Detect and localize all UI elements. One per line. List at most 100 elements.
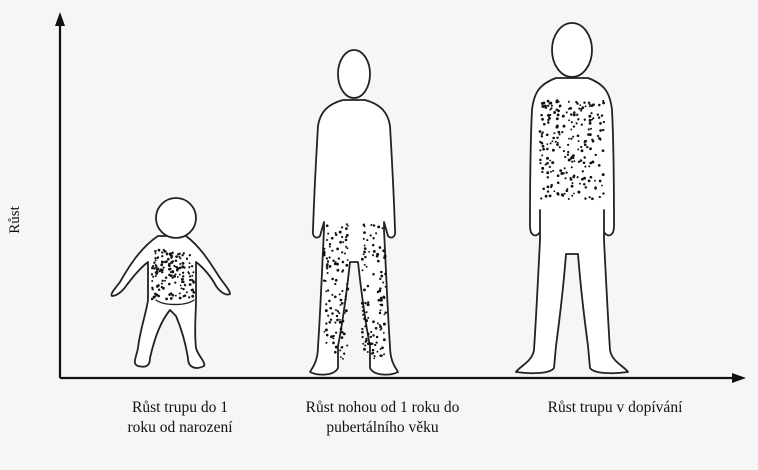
- infant-trunk-dot: [191, 295, 194, 298]
- child-left-leg-dot: [340, 304, 342, 306]
- child-right-leg-dot: [363, 288, 366, 291]
- child-left-leg-dot: [331, 278, 334, 281]
- child-right-leg-dot: [377, 260, 380, 263]
- child-left-leg-dot: [327, 272, 329, 274]
- adult-trunk-dot: [588, 165, 590, 167]
- infant-trunk-dot: [180, 284, 182, 286]
- adult-trunk-dot: [577, 191, 580, 194]
- infant-trunk-dot: [170, 274, 173, 277]
- adult-trunk-dot: [566, 111, 568, 113]
- child-left-leg-dot: [345, 309, 348, 312]
- child-right-leg-dot: [384, 314, 386, 316]
- adult-trunk-dot: [563, 150, 565, 152]
- adult-trunk-dot: [602, 129, 604, 131]
- child-right-leg-dot: [374, 355, 376, 357]
- infant-trunk-dot: [182, 288, 184, 290]
- infant-trunk-dot: [189, 275, 191, 277]
- child-right-leg-dot: [364, 225, 366, 227]
- child-right-leg-dot: [380, 297, 383, 300]
- adult-trunk-dot: [546, 185, 549, 188]
- adult-trunk-dot: [568, 138, 570, 140]
- child-left-leg-dot: [331, 237, 334, 240]
- child-right-leg-dot: [364, 256, 366, 258]
- infant-trunk-dot: [186, 258, 188, 260]
- child-right-leg-dot: [384, 311, 387, 314]
- adult-trunk-dot: [601, 185, 603, 187]
- infant-trunk-dot: [161, 271, 163, 273]
- child-left-leg-dot: [346, 223, 348, 225]
- child-left-leg-dot: [338, 257, 340, 259]
- child-left-leg-dot: [338, 312, 340, 314]
- adult-trunk-dot: [589, 147, 592, 150]
- child-left-leg-dot: [339, 319, 341, 321]
- child-right-leg-dot: [364, 325, 366, 327]
- child-right-leg-dot: [384, 273, 387, 276]
- adult-trunk-dot: [542, 188, 545, 191]
- adult-trunk-dot: [589, 162, 592, 165]
- adult-trunk-dot: [557, 131, 560, 134]
- infant-trunk-dot: [179, 257, 181, 259]
- adult-trunk-dot: [577, 176, 579, 178]
- adult-trunk-dot: [582, 106, 585, 109]
- child-right-leg-dot: [383, 297, 385, 299]
- child-right-leg-dot: [367, 342, 370, 345]
- child-right-leg-dot: [385, 286, 387, 288]
- adult-trunk-dot: [572, 136, 574, 138]
- infant-trunk-dot: [188, 266, 190, 268]
- adult-trunk-dot: [570, 128, 572, 130]
- infant-trunk-dot: [156, 267, 159, 270]
- child-left-leg-dot: [341, 320, 344, 323]
- adult-trunk-dot: [577, 149, 579, 151]
- child-left-leg-dot: [344, 298, 346, 300]
- child-left-leg-dot: [340, 328, 343, 331]
- adult-trunk-dot: [547, 105, 549, 107]
- child-left-leg-dot: [332, 342, 335, 345]
- child-right-leg-dot: [370, 331, 372, 333]
- child-left-leg-dot: [335, 232, 337, 234]
- adult-trunk-dot: [584, 166, 586, 168]
- adult-trunk-dot: [546, 171, 549, 174]
- child-left-leg-dot: [329, 246, 331, 248]
- adult-trunk-dot: [567, 154, 569, 156]
- child-right-leg-dot: [372, 334, 374, 336]
- infant-trunk-dot: [179, 267, 182, 270]
- child-right-leg-dot: [379, 246, 382, 249]
- infant-trunk-dot: [168, 264, 171, 267]
- adult-trunk-dot: [584, 143, 587, 146]
- adult-trunk-dot: [580, 146, 582, 148]
- adult-trunk-dot: [549, 194, 552, 197]
- caption-child: Růst nohou od 1 roku do pubertálního věk…: [280, 398, 485, 438]
- child-right-leg-dot: [367, 285, 370, 288]
- adult-trunk-dot: [582, 170, 584, 172]
- child-left-leg-dot: [346, 234, 349, 237]
- caption-infant: Růst trupu do 1 roku od narození: [95, 398, 265, 438]
- infant-trunk-dot: [168, 293, 170, 295]
- y-axis-arrow: [55, 12, 65, 26]
- adult-trunk-dot: [561, 131, 563, 133]
- adult-trunk-dot: [588, 115, 591, 118]
- infant-trunk-dot: [180, 287, 182, 289]
- child-right-leg-dot: [379, 287, 381, 289]
- infant-trunk-dot: [157, 295, 160, 298]
- adult-trunk-dot: [559, 169, 562, 172]
- infant-trunk-dot: [151, 280, 153, 282]
- infant-trunk-dot: [173, 265, 175, 267]
- child-left-leg-dot: [327, 260, 329, 262]
- adult-trunk-dot: [541, 167, 544, 170]
- infant-trunk-dot: [188, 296, 190, 298]
- child-left-leg-dot: [324, 252, 326, 254]
- adult-trunk-dot: [566, 189, 569, 192]
- adult-trunk-dot: [590, 128, 592, 130]
- adult-trunk-dot: [552, 170, 554, 172]
- child-right-leg-dot: [377, 291, 379, 293]
- child-right-leg-dot: [373, 224, 375, 226]
- child-left-leg-dot: [329, 307, 331, 309]
- infant-trunk-dot: [160, 264, 162, 266]
- adult-trunk-dot: [544, 106, 547, 109]
- adult-trunk-dot: [573, 125, 575, 127]
- child-right-leg-dot: [367, 351, 369, 353]
- infant-trunk-dot: [175, 260, 178, 263]
- child-left-leg-dot: [341, 331, 344, 334]
- child-left-leg-dot: [339, 241, 342, 244]
- adult-trunk-dot: [572, 176, 575, 179]
